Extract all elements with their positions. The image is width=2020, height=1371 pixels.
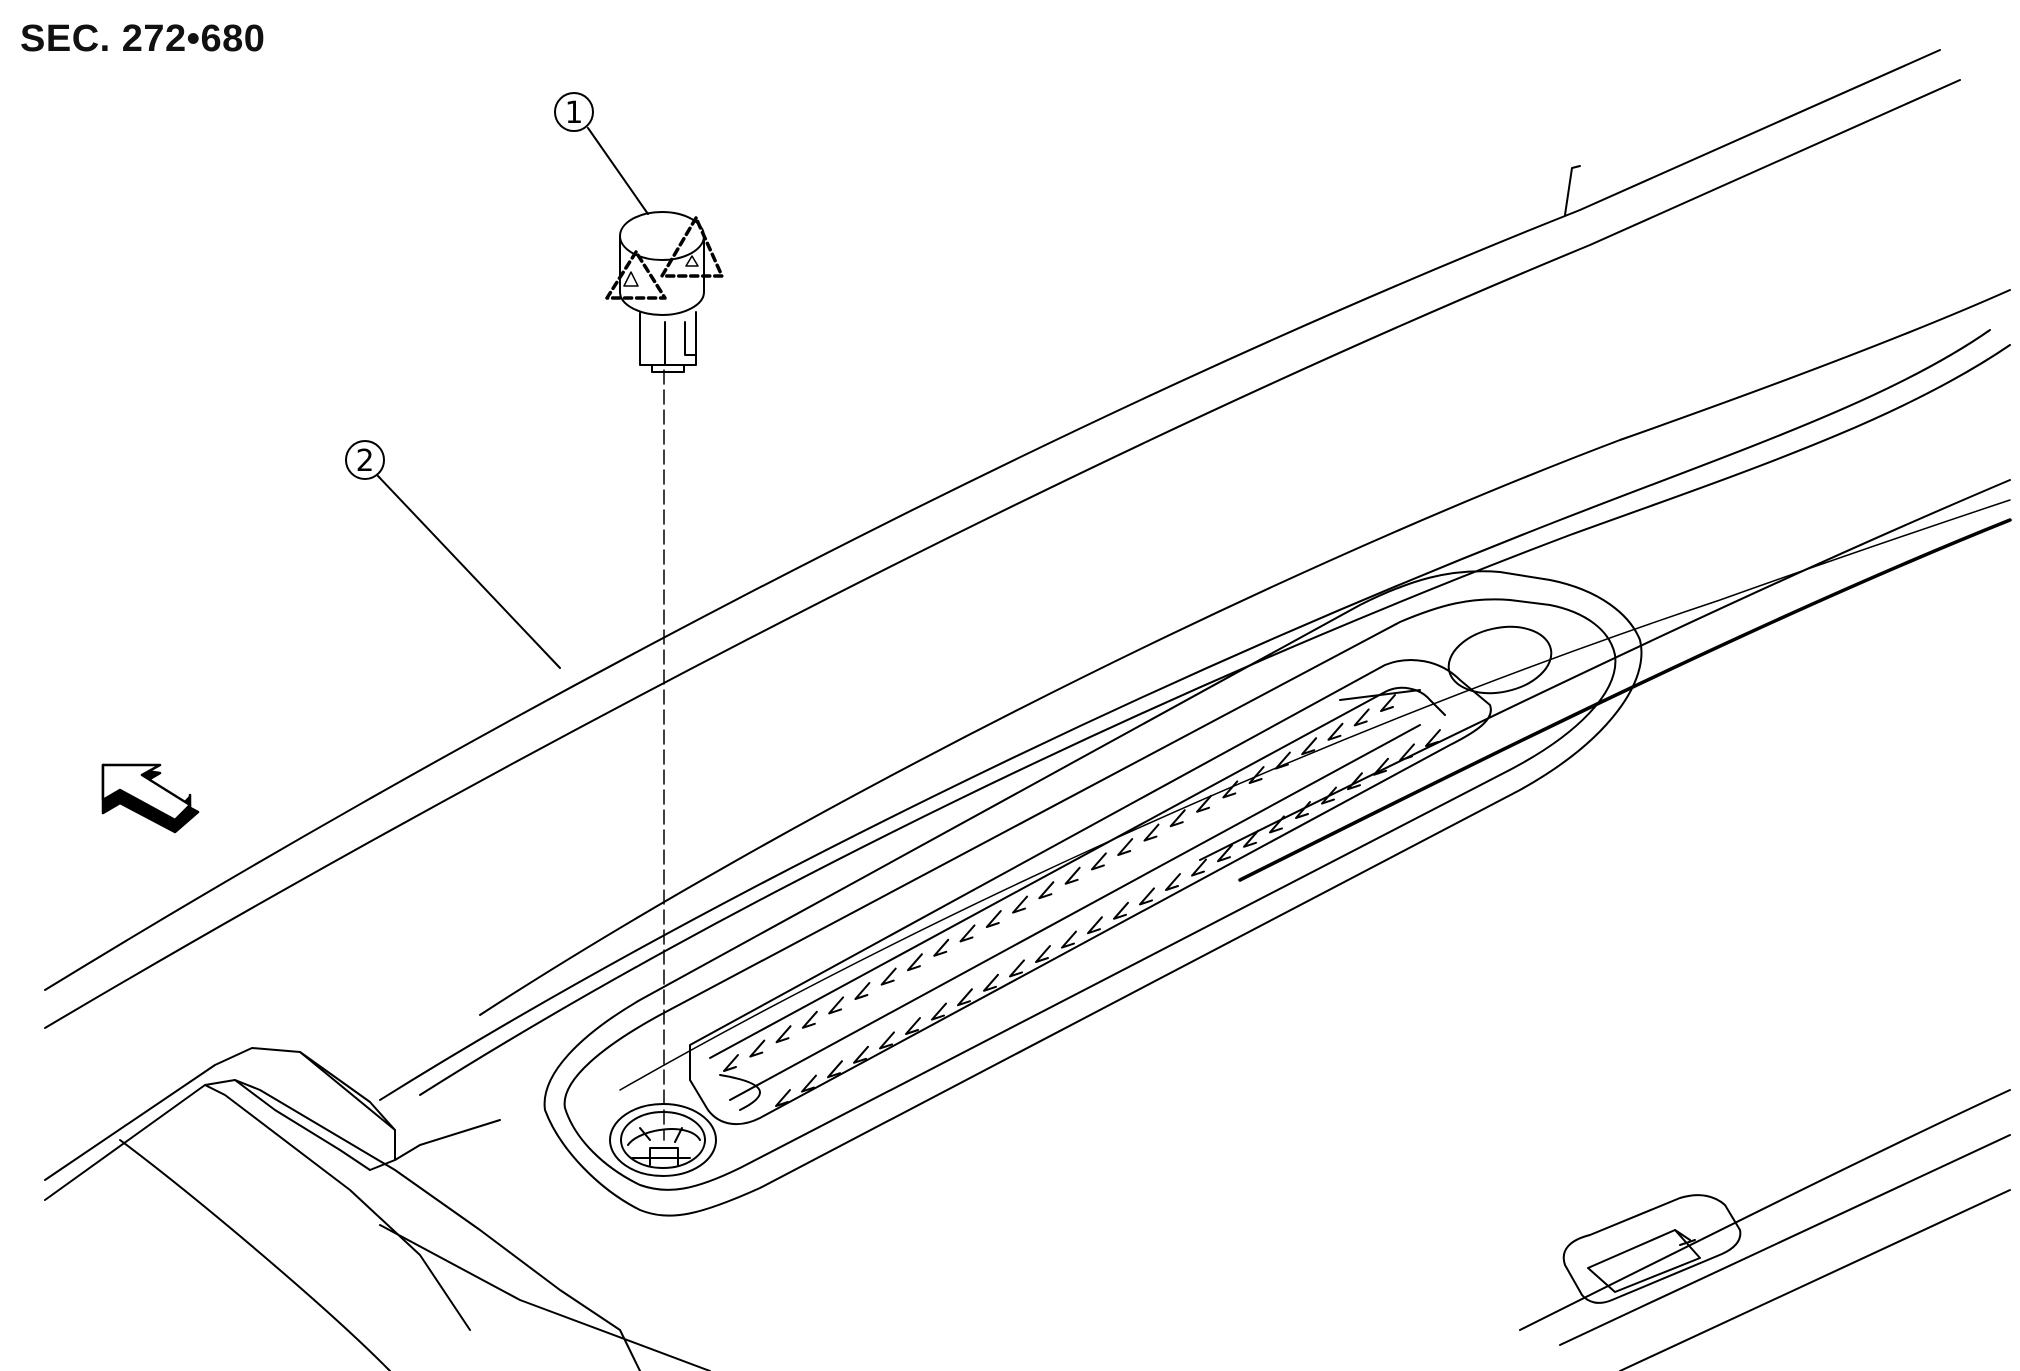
vent-slat [1217, 844, 1233, 863]
vent-slat [1425, 729, 1441, 747]
callout-1: 1 [554, 92, 649, 215]
sensor-mounting-hole [609, 1103, 717, 1177]
vent-slat [828, 996, 845, 1015]
vent-slat [1222, 780, 1239, 799]
vent-slat [1373, 757, 1389, 776]
upper-panel-edge [44, 49, 1961, 1029]
vent-slat [775, 1025, 792, 1044]
vent-slat [931, 1002, 947, 1021]
vent-slat [983, 973, 999, 992]
caution-triangle-icon [605, 216, 724, 300]
vent-slat [1090, 852, 1107, 871]
vent-slat [1169, 809, 1186, 828]
vent-slat [1353, 708, 1370, 727]
vent-slat [1012, 895, 1029, 914]
vent-slat [1143, 823, 1160, 842]
front-direction-arrow-icon [101, 763, 200, 834]
vent-slat [801, 1074, 817, 1093]
vent-slat [1009, 959, 1025, 978]
vent-slat [1347, 772, 1363, 791]
vent-slat [1061, 930, 1077, 949]
vent-slat [827, 1060, 843, 1079]
vent-slat [1191, 858, 1207, 877]
vent-slat [1035, 945, 1051, 963]
dashboard-top-surface [379, 289, 2012, 1101]
vent-slats-upper [723, 694, 1396, 1072]
vent-slat [985, 910, 1002, 928]
lower-left-panel [44, 1047, 711, 1371]
round-cap [1447, 625, 1553, 695]
section-label: SEC. 272•680 [20, 18, 266, 60]
vent-slat [1064, 866, 1081, 885]
callout-2-number: 2 [355, 444, 374, 479]
vent-slat [1117, 838, 1134, 856]
vent-slat [853, 1045, 869, 1064]
vent-slat [1113, 901, 1129, 920]
vent-slat [1274, 751, 1291, 770]
vent-slat [1301, 737, 1318, 756]
vent-slat [959, 924, 976, 943]
vent-slat [1399, 743, 1415, 762]
vent-slat [1243, 829, 1259, 848]
vent-slat [933, 938, 950, 957]
callout-1-number: 1 [564, 96, 583, 131]
vent-slat [723, 1054, 739, 1072]
vent-slat [1165, 873, 1181, 891]
vent-slat [1269, 815, 1285, 834]
vent-slat [1139, 887, 1155, 906]
vent-slat [957, 988, 973, 1007]
vent-slat [1196, 794, 1213, 813]
callout-2: 2 [345, 440, 561, 669]
vent-slat [880, 967, 897, 986]
caution-triangle-detail [623, 255, 699, 287]
vent-slat [1248, 766, 1265, 784]
vent-slat [905, 1017, 921, 1035]
vent-slat [749, 1039, 766, 1058]
vent-slat [1327, 722, 1344, 741]
vent-slat [1038, 881, 1055, 900]
vent-slat [1295, 801, 1311, 819]
vent-slat [1321, 786, 1337, 805]
vent-slat [1380, 694, 1396, 712]
vent-slat [801, 1010, 818, 1029]
defroster-vent-assembly [543, 570, 1643, 1217]
vent-slat [1087, 916, 1103, 935]
vent-slat [879, 1031, 895, 1050]
vent-slat [854, 982, 871, 1000]
vent-slats-lower [775, 729, 1441, 1107]
vent-slat [906, 953, 923, 972]
lower-right-switch [1519, 1089, 2011, 1371]
vent-slat [775, 1089, 791, 1107]
